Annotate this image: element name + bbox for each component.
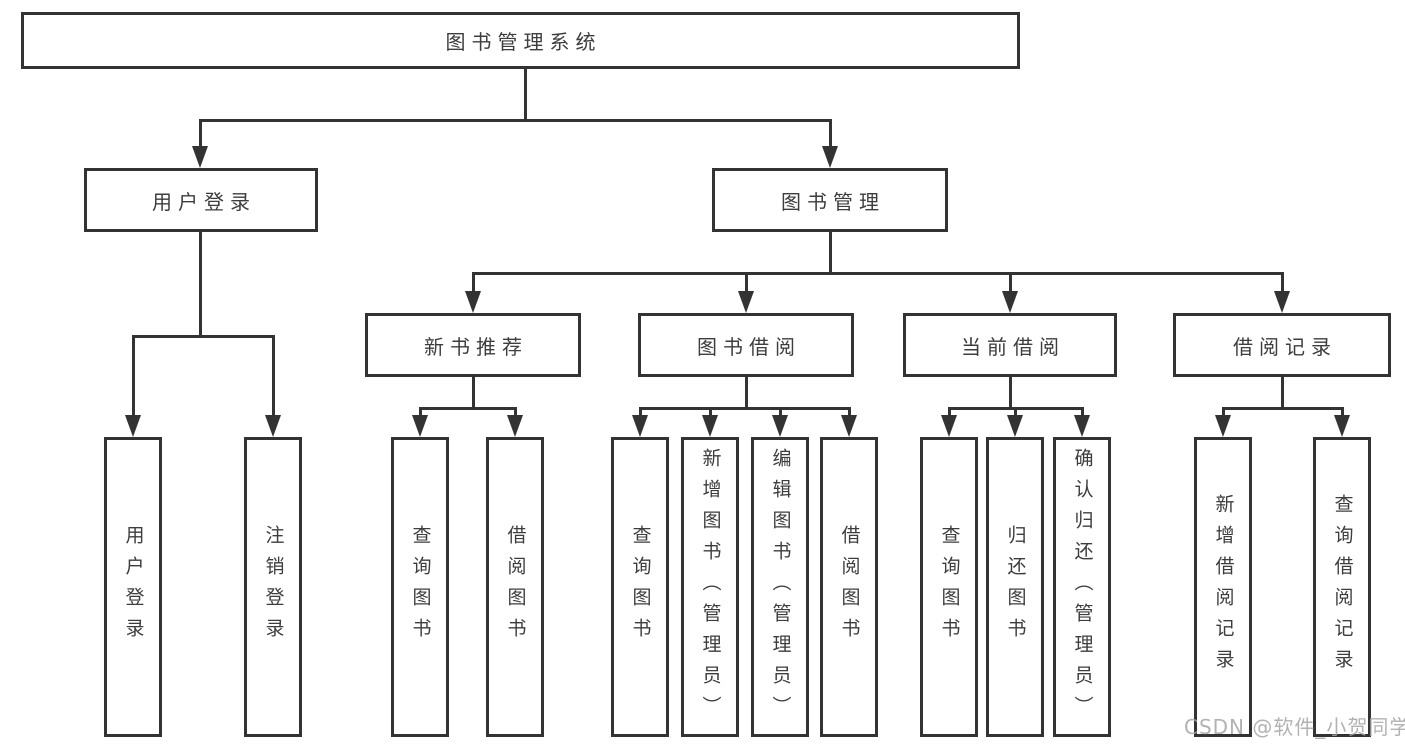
leaf-query-books-borrowing: 查询图书 [611,437,669,737]
connector-line [132,335,275,338]
node-user-login: 用户登录 [84,168,318,232]
connector-line [1081,407,1084,420]
leaf-user-login: 用户登录 [104,437,162,737]
leaf-label: 查询图书 [409,525,432,649]
leaf-label: 查询图书 [629,525,652,649]
connector-line [272,335,275,420]
connector-line [1281,272,1284,295]
arrow-down-icon [1215,415,1231,437]
leaf-label: 归还图书 [1004,525,1027,649]
connector-line [524,69,527,119]
connector-line [848,407,851,420]
connector-line [1222,407,1343,410]
connector-line [419,407,516,410]
leaf-edit-books-admin: 编辑图书（管理员） [751,437,809,737]
connector-line [419,407,422,420]
connector-line [639,407,850,410]
leaf-label: 查询图书 [938,525,961,649]
arrow-down-icon [1002,291,1018,313]
leaf-label: 查询借阅记录 [1331,494,1354,680]
arrow-down-icon [632,415,648,437]
connector-line [199,119,832,122]
arrow-down-icon [412,415,428,437]
arrow-down-icon [192,146,208,168]
connector-line [199,232,202,338]
leaf-add-borrow-record: 新增借阅记录 [1194,437,1252,737]
arrow-down-icon [941,415,957,437]
connector-line [948,407,951,420]
arrow-down-icon [841,415,857,437]
connector-line [1222,407,1225,420]
connector-line [1009,377,1012,407]
node-new-book-recommend: 新书推荐 [365,313,581,377]
leaf-label: 新增图书（管理员） [699,447,722,727]
arrow-down-icon [772,415,788,437]
arrow-down-icon [125,415,141,437]
connector-line [1009,272,1012,295]
leaf-label: 借阅图书 [504,525,527,649]
leaf-label: 用户登录 [122,525,145,649]
node-library-system: 图书管理系统 [21,12,1020,69]
leaf-label: 确认归还（管理员） [1071,447,1094,727]
leaf-query-books-current: 查询图书 [920,437,978,737]
arrow-down-icon [1274,291,1290,313]
arrow-down-icon [1334,415,1350,437]
arrow-down-icon [465,291,481,313]
arrow-down-icon [822,146,838,168]
leaf-logout: 注销登录 [244,437,302,737]
leaf-label: 编辑图书（管理员） [769,447,792,727]
connector-line [1281,377,1284,407]
leaf-label: 注销登录 [262,525,285,649]
leaf-confirm-return-admin: 确认归还（管理员） [1053,437,1111,737]
arrow-down-icon [738,291,754,313]
connector-line [829,232,832,272]
connector-line [132,335,135,420]
arrow-down-icon [265,415,281,437]
leaf-return-books: 归还图书 [986,437,1044,737]
connector-line [472,272,1283,275]
node-book-borrowing: 图书借阅 [638,313,854,377]
connector-line [1341,407,1344,420]
connector-line [514,407,517,420]
connector-line [709,407,712,420]
connector-line [745,377,748,407]
connector-line [472,272,475,295]
node-book-management: 图书管理 [712,168,948,232]
connector-line [779,407,782,420]
arrow-down-icon [1007,415,1023,437]
arrow-down-icon [1074,415,1090,437]
connector-line [829,119,832,150]
leaf-label: 新增借阅记录 [1212,494,1235,680]
arrow-down-icon [702,415,718,437]
leaf-query-books-recommend: 查询图书 [391,437,449,737]
watermark: CSDN @软件_小贺同学 [1184,715,1405,739]
connector-line [1014,407,1017,420]
leaf-borrow-books-recommend: 借阅图书 [486,437,544,737]
leaf-label: 借阅图书 [838,525,861,649]
leaf-add-books-admin: 新增图书（管理员） [681,437,739,737]
connector-line [745,272,748,295]
leaf-query-borrow-record: 查询借阅记录 [1313,437,1371,737]
connector-line [472,377,475,407]
connector-line [639,407,642,420]
connector-line [199,119,202,150]
node-current-borrowing: 当前借阅 [903,313,1117,377]
arrow-down-icon [507,415,523,437]
node-borrowing-records: 借阅记录 [1173,313,1391,377]
leaf-borrow-books: 借阅图书 [820,437,878,737]
